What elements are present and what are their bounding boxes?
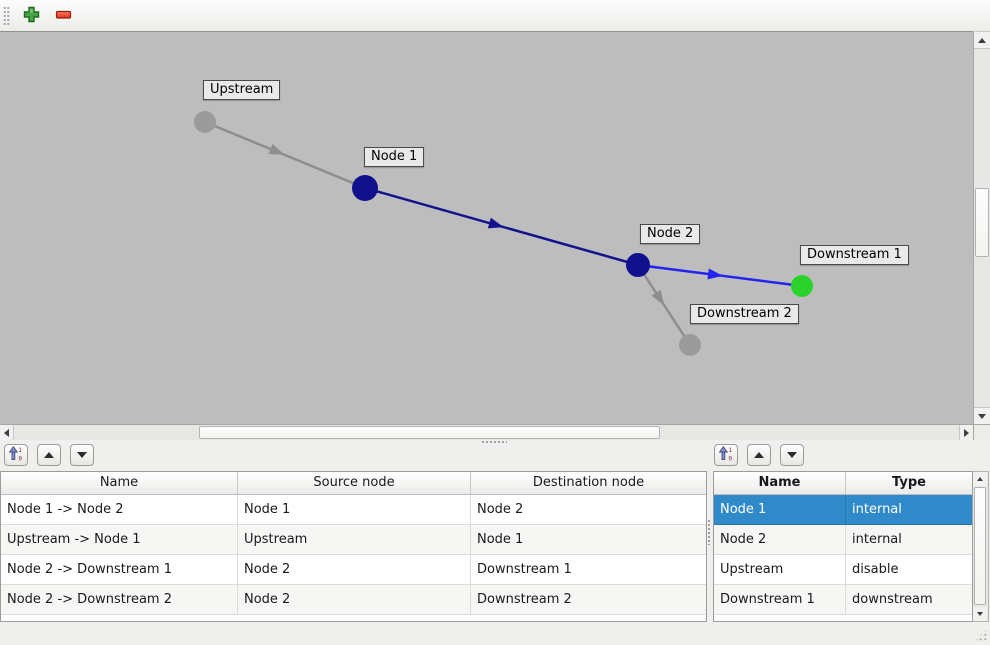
- scroll-up-button[interactable]: [973, 472, 987, 486]
- canvas-vertical-scrollbar[interactable]: [973, 32, 990, 424]
- scroll-left-button[interactable]: [0, 425, 14, 440]
- table-cell: Node 1: [238, 495, 471, 525]
- table-cell: Downstream 2: [471, 585, 706, 615]
- table-cell: Node 2: [238, 555, 471, 585]
- canvas-horizontal-scrollbar[interactable]: [0, 424, 973, 440]
- nodes-move-up-button[interactable]: [747, 444, 771, 466]
- nodes-table-scrollbar[interactable]: [973, 471, 989, 622]
- edge-upstream-node1[interactable]: [204, 120, 366, 190]
- scroll-down-button[interactable]: [974, 407, 990, 424]
- edge-arrow-icon: [268, 143, 285, 155]
- window-resize-grip[interactable]: [974, 628, 988, 642]
- table-cell: Downstream 1: [714, 585, 846, 615]
- node-label-downstream1[interactable]: Downstream 1: [800, 245, 909, 265]
- toolbar-drag-handle[interactable]: [3, 6, 10, 26]
- horizontal-scroll-thumb[interactable]: [199, 426, 660, 439]
- nodes-move-down-button[interactable]: [780, 444, 804, 466]
- table-cell: Node 1 -> Node 2: [1, 495, 238, 525]
- column-header-source-node[interactable]: Source node: [238, 472, 471, 494]
- left-arrow-icon: [4, 428, 9, 437]
- graph-svg: [194, 111, 813, 356]
- horizontal-splitter-handle[interactable]: [481, 440, 507, 445]
- edge-arrow-icon: [707, 268, 724, 280]
- minus-icon: [55, 6, 72, 26]
- up-triangle-icon: [44, 452, 54, 458]
- table-cell: internal: [846, 495, 972, 525]
- node-label-node1[interactable]: Node 1: [364, 147, 425, 167]
- scroll-right-button[interactable]: [959, 425, 973, 440]
- table-cell: Node 2: [714, 525, 846, 555]
- table-cell: Node 1: [714, 495, 846, 525]
- right-arrow-icon: [964, 428, 969, 437]
- edges-move-up-button[interactable]: [37, 444, 61, 466]
- node-node2[interactable]: [626, 253, 650, 277]
- column-header-type[interactable]: Type: [892, 475, 926, 490]
- table-cell: Downstream 1: [471, 555, 706, 585]
- edge-arrow-icon: [487, 217, 504, 229]
- up-arrow-icon: [978, 37, 986, 43]
- table-cell: Upstream -> Node 1: [1, 525, 238, 555]
- svg-text:9: 9: [729, 456, 733, 462]
- table-cell: disable: [846, 555, 972, 585]
- table-cell: Node 2 -> Downstream 1: [1, 555, 238, 585]
- node-label-downstream2[interactable]: Downstream 2: [690, 304, 799, 324]
- table-cell: internal: [846, 525, 972, 555]
- table-cell: Node 2: [238, 585, 471, 615]
- table-cell: downstream: [846, 585, 972, 615]
- node-downstream1[interactable]: [791, 275, 813, 297]
- table-scroll-thumb[interactable]: [974, 487, 986, 605]
- column-header-name[interactable]: Name: [714, 472, 846, 494]
- add-button[interactable]: [20, 5, 42, 27]
- vertical-splitter-handle[interactable]: [707, 519, 712, 545]
- table-cell: Node 1: [471, 525, 706, 555]
- svg-text:1: 1: [729, 447, 733, 453]
- svg-text:1: 1: [19, 447, 23, 453]
- down-arrow-icon: [977, 612, 983, 616]
- node-label-upstream[interactable]: Upstream: [203, 80, 281, 100]
- scroll-up-button[interactable]: [974, 32, 990, 49]
- up-arrow-icon: [977, 477, 983, 481]
- node-node1[interactable]: [352, 175, 378, 201]
- column-header-name[interactable]: Name: [1, 472, 238, 494]
- svg-text:9: 9: [19, 456, 23, 462]
- vertical-scroll-thumb[interactable]: [975, 188, 989, 257]
- scrollbar-corner: [973, 424, 990, 440]
- down-triangle-icon: [77, 452, 87, 458]
- node-downstream2[interactable]: [679, 334, 701, 356]
- node-label-node2[interactable]: Node 2: [640, 224, 701, 244]
- down-triangle-icon: [787, 452, 797, 458]
- node-upstream[interactable]: [194, 111, 216, 133]
- table-cell: Upstream: [714, 555, 846, 585]
- table-cell: Node 2 -> Downstream 2: [1, 585, 238, 615]
- edge-arrow-icon: [651, 289, 665, 306]
- edges-sort-button[interactable]: 1 9: [4, 444, 28, 466]
- up-triangle-icon: [754, 452, 764, 458]
- table-header-row: Name Type: [714, 472, 972, 495]
- main-toolbar: [0, 0, 990, 32]
- table-cell: Upstream: [238, 525, 471, 555]
- scroll-down-button[interactable]: [973, 607, 987, 621]
- table-cell: Node 2: [471, 495, 706, 525]
- sort-ascending-icon: 1 9: [8, 445, 24, 465]
- down-arrow-icon: [978, 413, 986, 419]
- sort-ascending-icon: 1 9: [718, 445, 734, 465]
- plus-icon: [23, 6, 40, 26]
- remove-button[interactable]: [52, 5, 74, 27]
- column-header-destination-node[interactable]: Destination node: [532, 475, 645, 490]
- edges-move-down-button[interactable]: [70, 444, 94, 466]
- nodes-sort-button[interactable]: 1 9: [714, 444, 738, 466]
